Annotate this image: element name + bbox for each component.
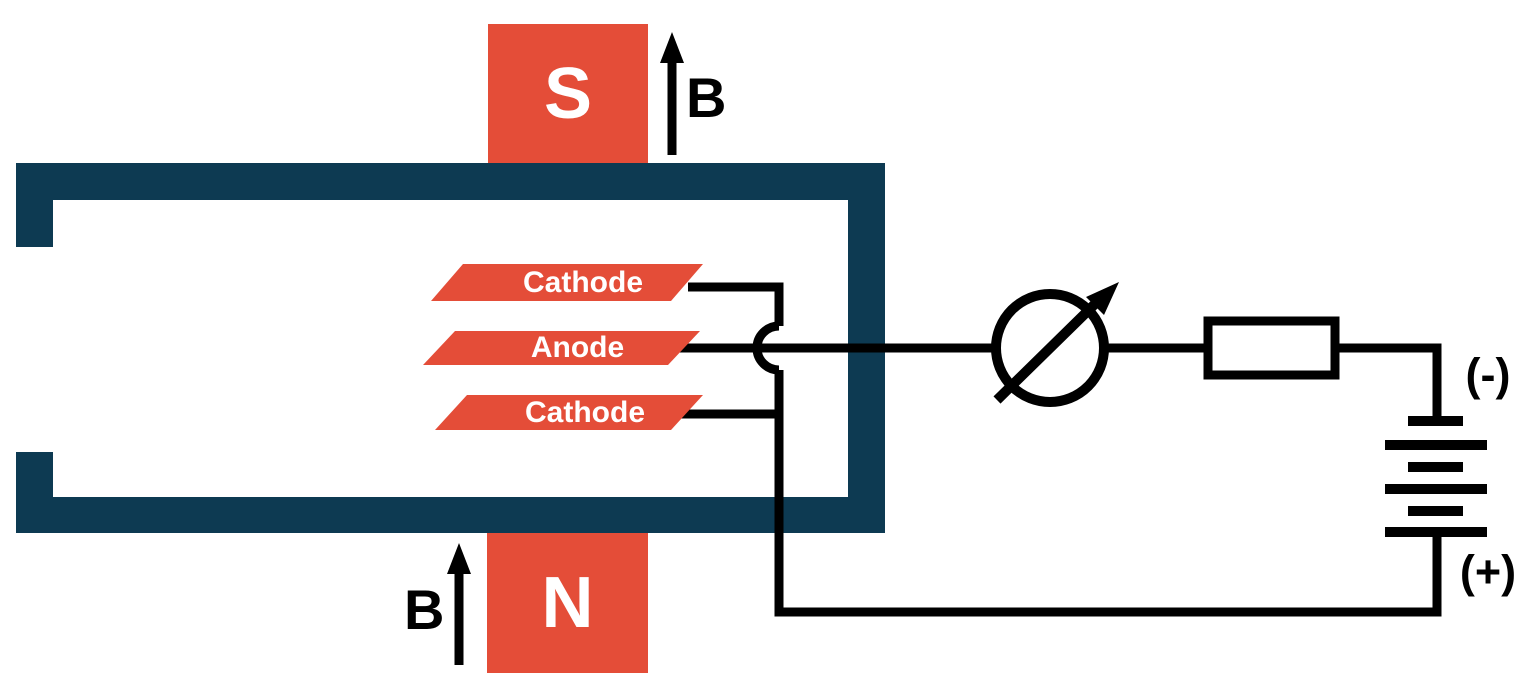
field-arrow-bottom-icon [447, 543, 471, 665]
resistor-icon [1203, 316, 1340, 380]
magnet-north-pole: N [487, 533, 648, 673]
electrode-anode-label: Anode [530, 331, 625, 364]
electrode-anode: Anode [423, 331, 700, 365]
field-arrow-top-icon [660, 32, 684, 155]
field-label-top: B [686, 66, 727, 129]
electrode-cathode-bottom: Cathode [435, 395, 703, 430]
wire-cathode-top-lead [688, 282, 784, 326]
variable-meter-icon [991, 282, 1119, 407]
magnet-south-label: S [543, 53, 593, 134]
electrode-cathode-top: Cathode [431, 264, 703, 301]
magnet-north-label: N [541, 563, 594, 643]
battery-positive-label: (+) [1459, 546, 1517, 597]
battery-negative-label: (-) [1465, 349, 1511, 400]
magnet-south-pole: S [488, 24, 648, 163]
wire-resistor-to-battery [1336, 343, 1442, 421]
chamber-wall-left-lower [16, 452, 53, 533]
field-label-bottom: B [404, 578, 445, 641]
electrode-cathode-bottom-label: Cathode [525, 395, 645, 429]
wire-crossover-hop [752, 321, 780, 375]
chamber-wall-left-upper [16, 163, 53, 247]
chamber-wall-bottom [16, 497, 885, 533]
chamber-wall-top [16, 163, 885, 200]
electrode-cathode-top-label: Cathode [523, 265, 643, 299]
battery-cells-icon [1385, 416, 1487, 537]
chamber-wall-right [848, 163, 885, 533]
